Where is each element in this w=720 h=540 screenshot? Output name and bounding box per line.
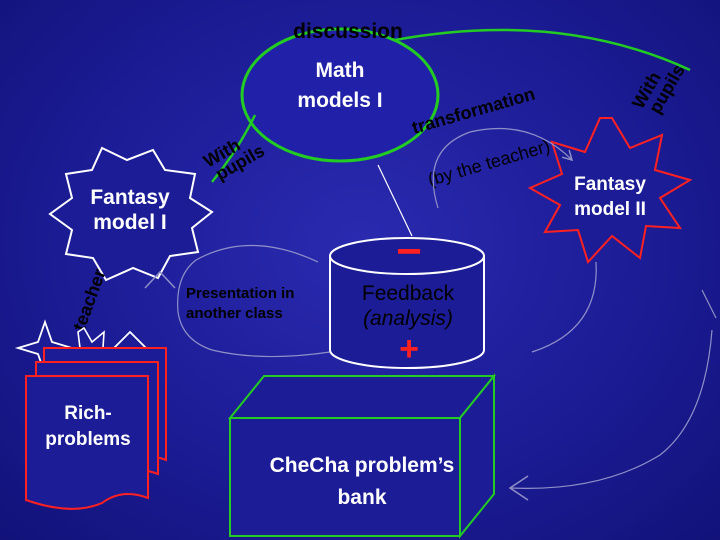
presentation-line1: Presentation in — [186, 285, 294, 302]
by-the-teacher-label: (by the teacher) — [426, 136, 553, 190]
with-pupils-right-group: With pupils — [628, 61, 689, 117]
arc-top-green — [394, 28, 691, 72]
connector-circle-feedback — [377, 164, 413, 237]
rich-problems-documents — [25, 347, 167, 510]
presentation-line2: another class — [186, 305, 283, 322]
feedback-plus: + — [399, 330, 419, 368]
rich-problems-line1: Rich- — [64, 403, 112, 424]
feedback-line1: Feedback — [362, 282, 455, 305]
feedback-minus: − — [396, 227, 422, 276]
math-models-line2: models I — [297, 89, 382, 112]
arrow-to-bank-head — [508, 475, 529, 501]
teacher-label: teacher — [69, 266, 110, 333]
fantasy-model-1-line2: model I — [93, 211, 167, 234]
fantasy-model-1-star — [48, 146, 214, 282]
feedback-line2: (analysis) — [363, 307, 453, 330]
arrow-presentation-head — [144, 270, 176, 289]
math-models-circle — [240, 27, 440, 163]
feedback-cylinder — [329, 237, 485, 369]
math-models-line1: Math — [316, 59, 365, 82]
connector-right-edge — [701, 289, 717, 319]
bank-line1: CheCha problem’s — [270, 454, 455, 477]
fantasy-model-2-line2: model II — [574, 199, 646, 220]
arrow-to-bank — [509, 329, 713, 489]
arrow-transformation — [432, 127, 574, 209]
with-pupils-left-group: With pupils — [200, 135, 268, 184]
title-discussion: discussion — [293, 20, 403, 43]
rich-problems-line2: problems — [45, 429, 131, 450]
problem-bank-box — [227, 373, 497, 539]
arc-left-green — [211, 114, 257, 183]
bank-line2: bank — [337, 486, 386, 509]
arrow-presentation — [177, 244, 331, 358]
fantasy-model-1-line1: Fantasy — [90, 186, 170, 209]
fantasy-model-2-line1: Fantasy — [574, 174, 646, 195]
arrow-fantasy-2-down — [531, 261, 597, 353]
